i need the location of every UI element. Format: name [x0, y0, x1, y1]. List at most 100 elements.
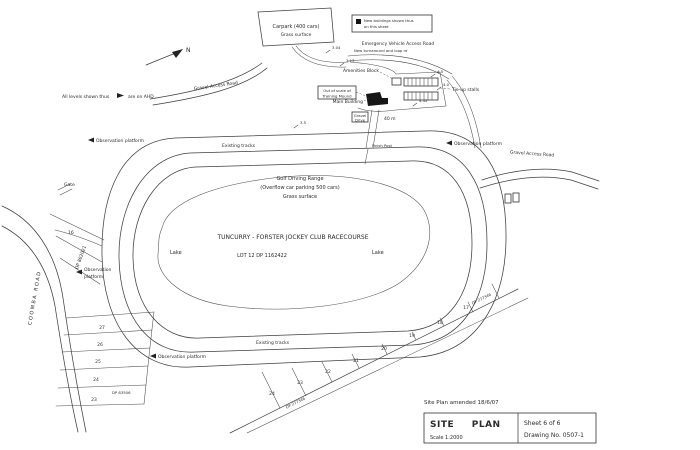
lot-number: 23 — [91, 397, 97, 403]
obs-platform-marker-icon-1 — [88, 137, 94, 143]
gravel-drive-b: Drive — [355, 118, 366, 123]
cluster-loop-road — [349, 61, 447, 112]
spot-level: 4.45 — [419, 98, 428, 103]
emergency-road-3 — [451, 75, 482, 149]
gravel-drive-box — [351, 111, 369, 123]
spot-level: 3.5 — [300, 120, 307, 125]
carpark-outline — [257, 7, 335, 47]
tie-up-stalls-row1 — [403, 77, 439, 87]
obs-platform-label-3: Observation platform — [454, 141, 502, 147]
amenities-leader — [379, 71, 394, 80]
coomba-road-label: COOMBA ROAD — [27, 270, 42, 325]
chute-line-1 — [365, 109, 373, 149]
north-arrow-shaft — [145, 51, 179, 66]
gravel-access-left-2 — [152, 67, 268, 106]
carpark-label: Carpark (400 cars) — [273, 24, 320, 30]
lake-left-label: Lake — [170, 250, 182, 256]
obs-platform-marker-icon-2 — [76, 269, 82, 275]
lot-number: 26 — [97, 342, 103, 348]
finish-post-label: Finish Post — [372, 143, 392, 148]
tie-up-stalls-label: Tie-up stalls — [451, 87, 480, 93]
fan-boundary-2 — [246, 297, 529, 434]
spot-level: 4.5 — [437, 69, 444, 74]
tie-up-stalls-row2-dividers — [407, 91, 433, 101]
gravel-access-right-1 — [481, 168, 600, 182]
north-arrow-head — [172, 49, 183, 58]
turnaround-label: New turnaround and loop rd — [354, 48, 408, 53]
emergency-road-2 — [347, 59, 450, 80]
forty-m-label: 40 m — [384, 116, 396, 122]
spot-level-ticks — [293, 49, 442, 129]
emergency-road-1 — [347, 54, 453, 75]
strip-lot-lines — [55, 311, 155, 407]
main-building-label: Main Building — [333, 99, 364, 105]
tie-up-stalls-row1-dividers — [407, 77, 433, 87]
training-note-a: Out of scale of — [323, 88, 351, 93]
tie-up-stalls-row2 — [403, 91, 439, 101]
gravel-access-right-label: Gravel Access Road — [510, 149, 555, 158]
spot-level: 4.0 — [443, 82, 450, 87]
obs-platform-label-4: Observation platform — [158, 354, 206, 360]
amenities-block-outline — [391, 77, 402, 86]
lot-number: 24 — [93, 377, 99, 383]
obs-platform-label-2a: Observation — [84, 267, 112, 273]
lot-number: 19 — [409, 333, 415, 339]
amenities-label: Amenities Block — [343, 68, 379, 74]
legend-line1: New buildings shown thus — [364, 18, 414, 23]
lot-number: 24 — [269, 391, 275, 397]
lake-right-label: Lake — [372, 250, 384, 256]
main-building-footprint — [366, 92, 388, 106]
spot-level: 3.04 — [332, 45, 341, 50]
obs-platform-label-1: Observation platform — [96, 138, 144, 144]
title-block-title: SITE PLAN — [430, 420, 501, 430]
golf-overflow-label: (Overflow car parking 500 cars) — [260, 185, 339, 191]
training-mound-note-box — [317, 85, 357, 100]
racecourse-linework — [101, 130, 507, 368]
coomba-road-edge-2 — [1, 225, 79, 433]
road-spur — [54, 229, 103, 247]
shed-1 — [504, 193, 512, 204]
gravel-access-right-2 — [479, 176, 599, 190]
levels-note-a: All levels shown thus — [62, 94, 110, 100]
obs-platform-label-2b: platform — [84, 274, 103, 280]
markers — [76, 49, 452, 359]
emergency-road-4 — [446, 79, 476, 149]
tie-up-leader — [439, 87, 451, 90]
lot-number: 20 — [381, 346, 387, 352]
lot-number: 25 — [95, 359, 101, 365]
lot-number: 27 — [99, 325, 105, 331]
gravel-access-left-1 — [149, 62, 263, 100]
wedge-divider-1 — [49, 213, 105, 241]
lot-number: 22 — [325, 369, 331, 375]
carpark-connector-1 — [295, 45, 349, 63]
carpark-surface-label: Grass surface — [281, 32, 312, 38]
roads — [1, 45, 600, 433]
spot-level: 3.13 — [346, 58, 355, 63]
dp-277346-label-1: DP 277346 — [285, 396, 307, 410]
training-note-b: Training Mound — [321, 94, 352, 99]
title-block-frame — [423, 412, 597, 444]
coomba-road-edge-1 — [1, 205, 87, 433]
title-block-sheet: Sheet 6 of 6 — [524, 420, 561, 427]
lot-number: 23 — [297, 380, 303, 386]
gate-label: Gate — [64, 182, 75, 188]
golf-range-label: Golf Driving Range — [276, 176, 323, 182]
obs-platform-marker-icon-4 — [150, 353, 156, 359]
existing-tracks-bottom-label: Existing tracks — [256, 340, 290, 346]
course-title: TUNCURRY - FORSTER JOCKEY CLUB RACECOURS… — [216, 234, 368, 241]
dp-802021-label: DP 802021 — [74, 245, 88, 270]
perimeter-road-outline — [101, 130, 507, 368]
structures — [57, 7, 520, 204]
gate-ticks — [57, 183, 73, 196]
emergency-road-label: Emergency Vehicle Access Road — [362, 41, 435, 47]
lot-number: 18 — [437, 320, 443, 326]
main-building-leader — [363, 97, 370, 102]
obs-platform-marker-icon-3 — [446, 140, 452, 146]
fan-boundary-1 — [229, 288, 519, 434]
legend-swatch — [356, 19, 361, 24]
legend-box — [351, 14, 433, 33]
title-block-scale: Scale 1:2000 — [430, 435, 463, 441]
fan-dividers — [261, 283, 500, 409]
title-block: Site Plan amended 18/6/07 SITE PLAN Scal… — [423, 400, 597, 444]
